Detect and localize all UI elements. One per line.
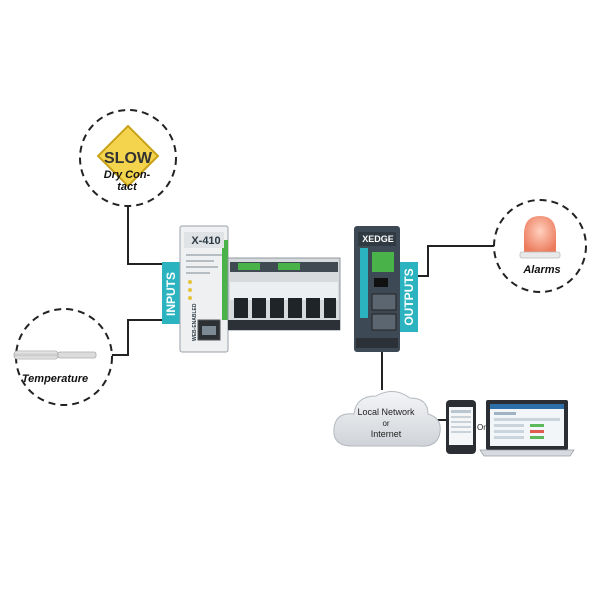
- alarms-output: Alarms: [493, 199, 587, 293]
- or-text: Or: [477, 423, 486, 432]
- temperature-input: Temperature: [13, 308, 113, 406]
- outputs-tab: OUTPUTS: [400, 262, 418, 332]
- x410-model-label: X-410: [191, 235, 220, 247]
- alarm-light-base: [519, 251, 561, 259]
- xedge-gateway: XEDGE: [354, 226, 400, 352]
- cloud-line2: or: [382, 419, 389, 428]
- temperature-wire: [97, 319, 166, 356]
- relay-modules: [234, 298, 336, 318]
- temperature-label: Temperature: [22, 373, 88, 385]
- inputs-tab: INPUTS: [162, 262, 180, 324]
- slow-sign-text: SLOW: [104, 150, 153, 167]
- temperature-probe-icon: [13, 350, 59, 360]
- alarms-label: Alarms: [522, 264, 560, 276]
- relay-board: [227, 257, 341, 331]
- x410-controller: X-410 WEB-ENABLED: [179, 225, 229, 353]
- inputs-tab-label: INPUTS: [164, 272, 178, 316]
- smartphone-icon: [446, 400, 476, 454]
- alarm-light-icon: [524, 216, 556, 254]
- network-cloud: Local Network or Internet: [333, 391, 441, 447]
- cloud-line1: Local Network: [357, 407, 415, 417]
- dry-contact-label-line1: Dry Con-: [104, 169, 151, 181]
- xedge-ethernet-port-2: [371, 313, 397, 331]
- dry-contact-label-line2: tact: [117, 181, 138, 193]
- dry-contact-wire: [127, 206, 166, 265]
- dry-contact-input: SLOW Dry Con- tact: [79, 109, 177, 207]
- slow-sign-icon: [96, 124, 160, 188]
- alarm-wire: [413, 245, 498, 277]
- xedge-ethernet-port-1: [371, 293, 397, 311]
- temperature-probe-cable: [57, 351, 97, 359]
- x410-badge: WEB-ENABLED: [192, 303, 198, 341]
- xedge-brand-label: XEDGE: [362, 234, 394, 244]
- laptop-icon: [479, 400, 575, 457]
- cloud-line3: Internet: [371, 429, 402, 439]
- outputs-tab-label: OUTPUTS: [402, 268, 416, 325]
